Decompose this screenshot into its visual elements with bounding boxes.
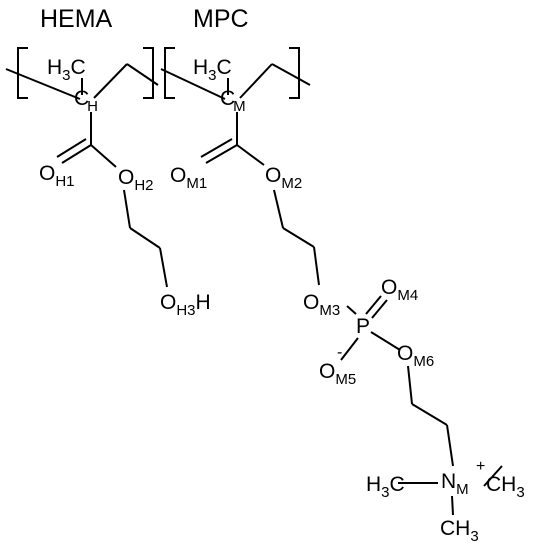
mpc-right-bracket [289, 47, 300, 99]
mpc-p-o6-bond [370, 331, 401, 351]
hema-ethylene-bond-3 [159, 247, 168, 288]
mpc-nitrogen: NM [441, 470, 469, 498]
mpc-o1: OM1 [170, 164, 207, 192]
mpc-bond-to-ester-o [236, 144, 265, 166]
hema-left-bracket [17, 47, 28, 99]
mpc-p-o5-bond [340, 337, 359, 361]
mpc-choline-bond-2 [411, 403, 448, 426]
mpc-backbone-bond-right [271, 63, 311, 86]
hema-backbone-bond-left [5, 68, 81, 100]
mpc-p-o4-double-bond-b [371, 299, 388, 319]
hema-carbonyl-double-bond-a [61, 144, 92, 164]
hema-backbone-carbon: CH [74, 87, 98, 115]
hema-ethylene-bond-2 [129, 227, 161, 249]
hema-title: HEMA [40, 5, 113, 33]
mpc-o2: OM2 [265, 164, 302, 192]
mpc-unit: H3C CM OM1 OM2 OM3 P OM4 - OM5 OM6 [160, 56, 525, 545]
hema-bond-to-ester-o [90, 144, 117, 168]
mpc-nitrogen-charge: + [476, 458, 485, 475]
mpc-ethylene-bond-3 [313, 246, 320, 286]
mpc-methyl-h: H3C [193, 56, 232, 84]
mpc-carbonyl-double-bond-b [200, 138, 233, 158]
hema-carbonyl-double-bond-b [56, 138, 87, 158]
mpc-o3-p-bond [346, 305, 357, 315]
mpc-bottom-methyl: CH3 [440, 517, 479, 545]
mpc-backbone-bond-left [160, 68, 226, 100]
mpc-o5: OM5 [319, 360, 356, 388]
mpc-n-bottom-methyl-bond [451, 495, 454, 516]
mpc-backbone-bond-up [239, 63, 273, 99]
mpc-carbonyl-double-bond-a [205, 144, 238, 164]
hema-backbone-bond-up [93, 63, 128, 99]
mpc-right-methyl: CH3 [486, 473, 525, 501]
mpc-phosphorus: P [356, 315, 370, 338]
hema-unit: H3C CH OH1 OH2 OH3H [5, 56, 211, 319]
mpc-ethylene-bond-1 [273, 189, 284, 229]
mpc-left-methyl: H3C [366, 473, 405, 501]
mpc-p-o4-double-bond-a [365, 295, 382, 315]
hema-right-bracket [143, 47, 154, 99]
mpc-title: MPC [193, 5, 249, 33]
mpc-backbone-carbon: CM [220, 87, 246, 115]
hema-o2: OH2 [118, 166, 154, 194]
hema-ethylene-bond-1 [123, 189, 131, 229]
mpc-ethylene-bond-2 [282, 227, 315, 248]
mpc-o5-charge: - [337, 344, 342, 361]
mpc-o6: OM6 [397, 342, 434, 370]
mpc-choline-bond-3 [446, 424, 454, 467]
hema-o1: OH1 [39, 162, 75, 190]
mpc-o3: OM3 [303, 291, 340, 319]
mpc-choline-bond-1 [407, 365, 413, 405]
mpc-n-right-methyl-bond [483, 465, 503, 487]
hema-backbone-bond-right [126, 63, 159, 86]
hema-methyl-h: H3C [47, 56, 86, 84]
hema-o3-hydroxyl: OH3H [160, 291, 211, 319]
mpc-o4: OM4 [381, 276, 418, 304]
mpc-left-bracket [164, 47, 175, 99]
